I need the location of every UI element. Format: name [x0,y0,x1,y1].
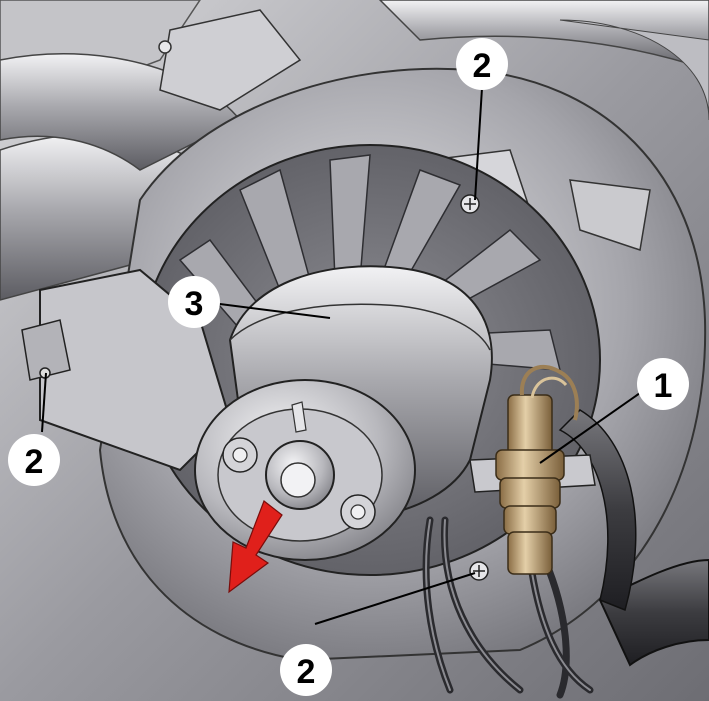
callout-1: 1 [637,358,689,410]
end-cap-bolt-left [222,437,258,473]
callout-2-bottom: 2 [280,644,332,696]
housing-screw-top [460,194,480,214]
callout-2-left: 2 [8,434,60,486]
wire-loom [558,409,637,612]
removal-direction-arrow-icon [228,500,283,594]
end-cap-bolt-right [340,494,376,530]
top-mounting-lug [159,9,302,111]
top-lug-screw [158,40,172,54]
callout-3: 3 [168,276,220,328]
svg-text:2: 2 [473,47,492,85]
leader-2-top [474,87,483,201]
svg-text:1: 1 [654,367,673,405]
right-clip [569,179,651,251]
left-bracket-tab [21,319,71,381]
svg-text:2: 2 [297,653,316,691]
leader-lines [41,87,641,625]
leader-2-left [41,372,47,433]
end-cap-tab [291,401,307,433]
leader-1 [539,392,641,464]
svg-text:2: 2 [25,443,44,481]
leader-2-bottom [314,572,476,625]
coolant-hose [598,558,709,667]
leader-3 [211,302,331,319]
svg-text:3: 3 [185,285,204,323]
callout-2-top: 2 [456,38,508,90]
housing-screw-bottom [469,561,489,581]
